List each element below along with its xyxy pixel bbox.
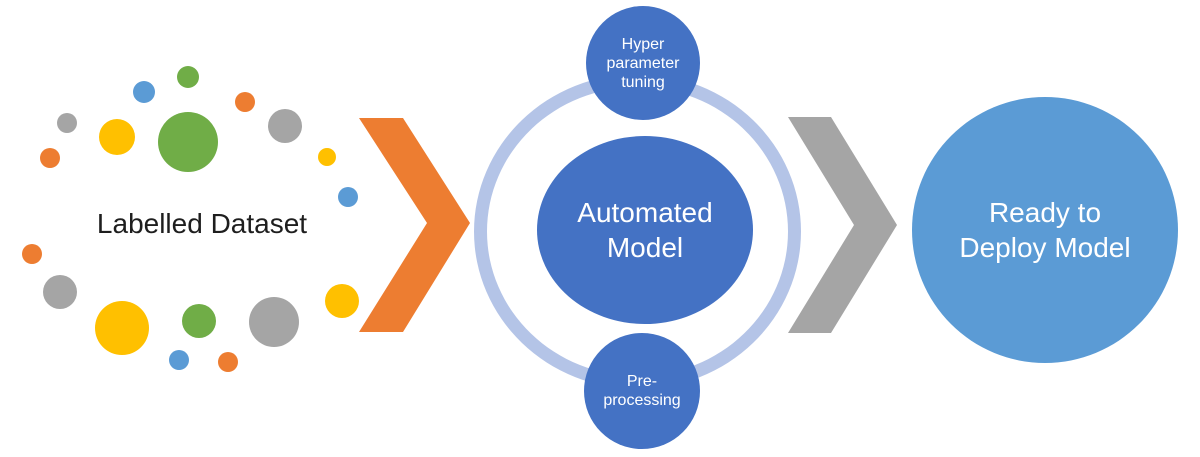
yellow-dataset-dot	[99, 119, 135, 155]
green-dataset-dot	[158, 112, 218, 172]
hyperparameter-tuning-label: Hyper parameter tuning	[606, 35, 680, 91]
orange-dataset-dot	[235, 92, 255, 112]
preprocessing-circle: Pre-processing	[584, 333, 700, 449]
blue-dataset-dot	[169, 350, 189, 370]
automated-model-label: Automated Model	[577, 197, 713, 263]
blue-dataset-dot	[338, 187, 358, 207]
blue-dataset-dot	[133, 81, 155, 103]
dataset-to-model-chevron-arrow-icon	[359, 118, 470, 332]
gray-dataset-dot	[43, 275, 77, 309]
green-dataset-dot	[182, 304, 216, 338]
gray-dataset-dot	[57, 113, 77, 133]
automated-model-circle: Automated Model	[537, 136, 753, 324]
green-dataset-dot	[177, 66, 199, 88]
orange-dataset-dot	[40, 148, 60, 168]
hyperparameter-tuning-circle: Hyper parameter tuning	[586, 6, 700, 120]
preprocessing-label: Pre-processing	[603, 373, 681, 409]
gray-dataset-dot	[249, 297, 299, 347]
yellow-dataset-dot	[325, 284, 359, 318]
gray-dataset-dot	[268, 109, 302, 143]
yellow-dataset-dot	[318, 148, 336, 166]
yellow-dataset-dot	[95, 301, 149, 355]
orange-dataset-dot	[22, 244, 42, 264]
ready-to-deploy-label: Ready to Deploy Model	[959, 197, 1131, 263]
dataset-label: Labelled Dataset	[96, 208, 308, 239]
orange-dataset-dot	[218, 352, 238, 372]
ready-to-deploy-circle: Ready to Deploy Model	[912, 97, 1178, 363]
model-to-deploy-chevron-arrow-icon	[788, 117, 897, 333]
